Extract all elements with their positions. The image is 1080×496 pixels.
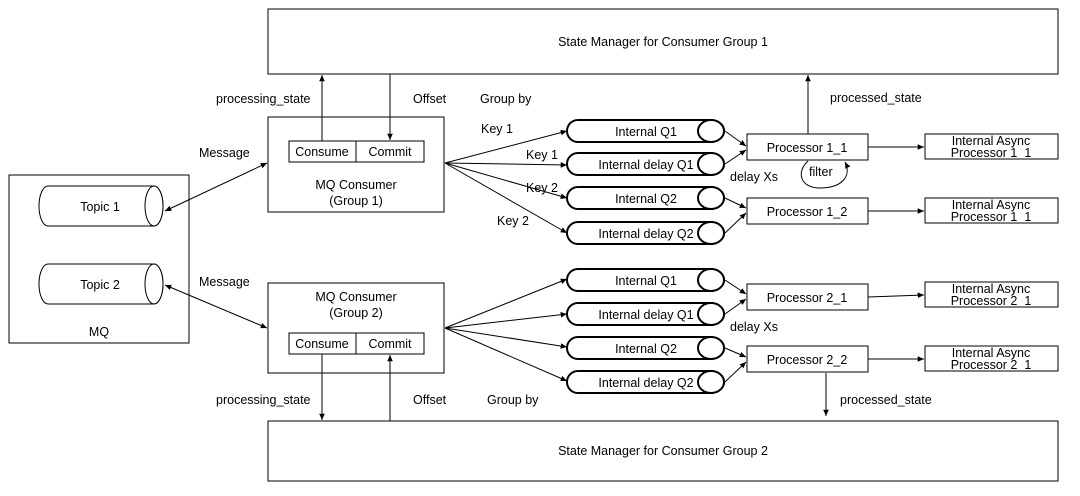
- async-processor-3-box: [924, 281, 1059, 308]
- async-processor-3-line2: Processor 2_1: [951, 294, 1032, 308]
- processed-state-label-2: processed_state: [840, 393, 932, 407]
- queue-g2-internal-delay-q2-label: Internal delay Q2: [598, 376, 693, 390]
- topic-2-label: Topic 2: [80, 278, 120, 292]
- consumer-group1-box: [267, 116, 445, 213]
- state-manager-group2-box: [267, 420, 1059, 482]
- consumer-group1-commit-cell: [355, 140, 425, 163]
- async-processor-4-line1: Internal Async: [952, 346, 1031, 360]
- state-manager-group1-label: State Manager for Consumer Group 1: [558, 35, 768, 49]
- mq-label: MQ: [89, 325, 109, 339]
- key1-label-a: Key 1: [481, 122, 513, 136]
- key2-label-b: Key 2: [497, 214, 529, 228]
- async-processor-2-line1: Internal Async: [952, 198, 1031, 212]
- arrow-g1-dq2-to-p12: [724, 212, 747, 234]
- queue-g2-internal-q2-label: Internal Q2: [615, 342, 677, 356]
- async-processor-1-box: [924, 133, 1059, 160]
- arrow-g2-q2-to-p22: [724, 347, 747, 358]
- async-processor-3-line1: Internal Async: [952, 282, 1031, 296]
- async-processor-4-box: [924, 345, 1059, 372]
- consumer-group2-commit-label: Commit: [368, 337, 412, 351]
- topic-1-cylinder: Topic 1: [38, 185, 164, 227]
- fanout-arrow-g1-q2: [444, 162, 568, 199]
- offset-label-1: Offset: [413, 92, 447, 106]
- consumer-group2-box: [267, 282, 445, 374]
- fanout-arrow-g2-dq1: [444, 311, 568, 329]
- consumer-group2-commit-cell: [355, 332, 425, 355]
- consumer-group1-subtitle: (Group 1): [329, 194, 383, 208]
- fanout-arrow-g2-q2: [444, 327, 568, 349]
- fanout-arrow-g2-q1: [444, 278, 568, 329]
- queue-g2-internal-delay-q2: Internal delay Q2: [566, 370, 725, 394]
- arrow-g2-dq1-to-p21: [724, 298, 747, 315]
- processor-1-1-box: [746, 133, 869, 161]
- arrow-g2-dq2-to-p22: [724, 361, 747, 383]
- processor-1-1-label: Processor 1_1: [767, 141, 848, 155]
- filter-label: filter: [809, 165, 833, 179]
- async-processor-2-line2: Processor 1_1: [951, 210, 1032, 224]
- queue-g2-internal-q1: Internal Q1: [566, 268, 725, 292]
- queue-g1-internal-q1-label: Internal Q1: [615, 125, 677, 139]
- arrow-g1-q2-to-p12: [724, 197, 747, 209]
- async-processor-2-box: [924, 197, 1059, 224]
- processor-1-2-label: Processor 1_2: [767, 205, 848, 219]
- group-by-label-2: Group by: [487, 393, 539, 407]
- consumer-group1-consume-label: Consume: [295, 145, 349, 159]
- queue-g1-internal-delay-q1: Internal delay Q1: [566, 152, 725, 176]
- processed-state-label-1: processed_state: [830, 91, 922, 105]
- filter-loop-arrow: [800, 160, 851, 189]
- processor-2-1-box: [746, 283, 869, 311]
- queue-g1-internal-delay-q2: Internal delay Q2: [566, 221, 725, 245]
- arrow-g2-q1-to-p21: [724, 279, 747, 295]
- arrow-g1-q1-to-p11: [724, 130, 747, 147]
- arrow-p21-to-async: [867, 292, 925, 299]
- consumer-group2-title: MQ Consumer: [315, 290, 396, 304]
- message-label-2: Message: [199, 275, 250, 289]
- queue-g1-internal-delay-q1-label: Internal delay Q1: [598, 158, 693, 172]
- key2-label-a: Key 2: [526, 181, 558, 195]
- queue-g2-internal-delay-q1-label: Internal delay Q1: [598, 308, 693, 322]
- topic-1-label: Topic 1: [80, 200, 120, 214]
- consumer-group2-consume-label: Consume: [295, 337, 349, 351]
- queue-g2-internal-q1-label: Internal Q1: [615, 274, 677, 288]
- async-processor-1-line1: Internal Async: [952, 134, 1031, 148]
- consumer-group1-commit-label: Commit: [368, 145, 412, 159]
- state-manager-group2-label: State Manager for Consumer Group 2: [558, 444, 768, 458]
- group-by-label-1: Group by: [480, 92, 532, 106]
- queue-g1-internal-delay-q2-label: Internal delay Q2: [598, 227, 693, 241]
- message-label-1: Message: [199, 146, 250, 160]
- processing-state-label-2: processing_state: [216, 393, 311, 407]
- fanout-arrow-g1-dq2: [444, 162, 568, 234]
- delay-label-1: delay Xs: [730, 170, 778, 184]
- fanout-arrow-g2-dq2: [444, 327, 568, 382]
- processor-2-2-box: [746, 345, 869, 373]
- queue-g1-internal-q1: Internal Q1: [566, 119, 725, 143]
- processor-1-2-box: [746, 197, 869, 225]
- offset-label-2: Offset: [413, 393, 447, 407]
- queue-g2-internal-delay-q1: Internal delay Q1: [566, 302, 725, 326]
- async-processor-1-line2: Processor 1_1: [951, 146, 1032, 160]
- queue-g1-internal-q2: Internal Q2: [566, 186, 725, 210]
- processor-2-2-label: Processor 2_2: [767, 353, 848, 367]
- message-arrow-group1: [164, 162, 268, 212]
- state-manager-group1-box: [267, 8, 1059, 75]
- async-processor-4-line2: Processor 2_1: [951, 358, 1032, 372]
- arrow-g1-dq1-to-p11: [724, 149, 747, 165]
- consumer-group1-title: MQ Consumer: [315, 178, 396, 192]
- fanout-arrow-g1-q1: [444, 129, 568, 164]
- fanout-arrow-g1-dq1: [444, 162, 568, 168]
- queue-g2-internal-q2: Internal Q2: [566, 336, 725, 360]
- message-arrow-group2: [164, 284, 268, 329]
- processing-state-label-1: processing_state: [216, 92, 311, 106]
- key1-label-b: Key 1: [526, 148, 558, 162]
- queue-g1-internal-q2-label: Internal Q2: [615, 192, 677, 206]
- consumer-group2-subtitle: (Group 2): [329, 306, 383, 320]
- topic-2-cylinder: Topic 2: [38, 263, 164, 305]
- delay-label-2: delay Xs: [730, 320, 778, 334]
- processor-2-1-label: Processor 2_1: [767, 291, 848, 305]
